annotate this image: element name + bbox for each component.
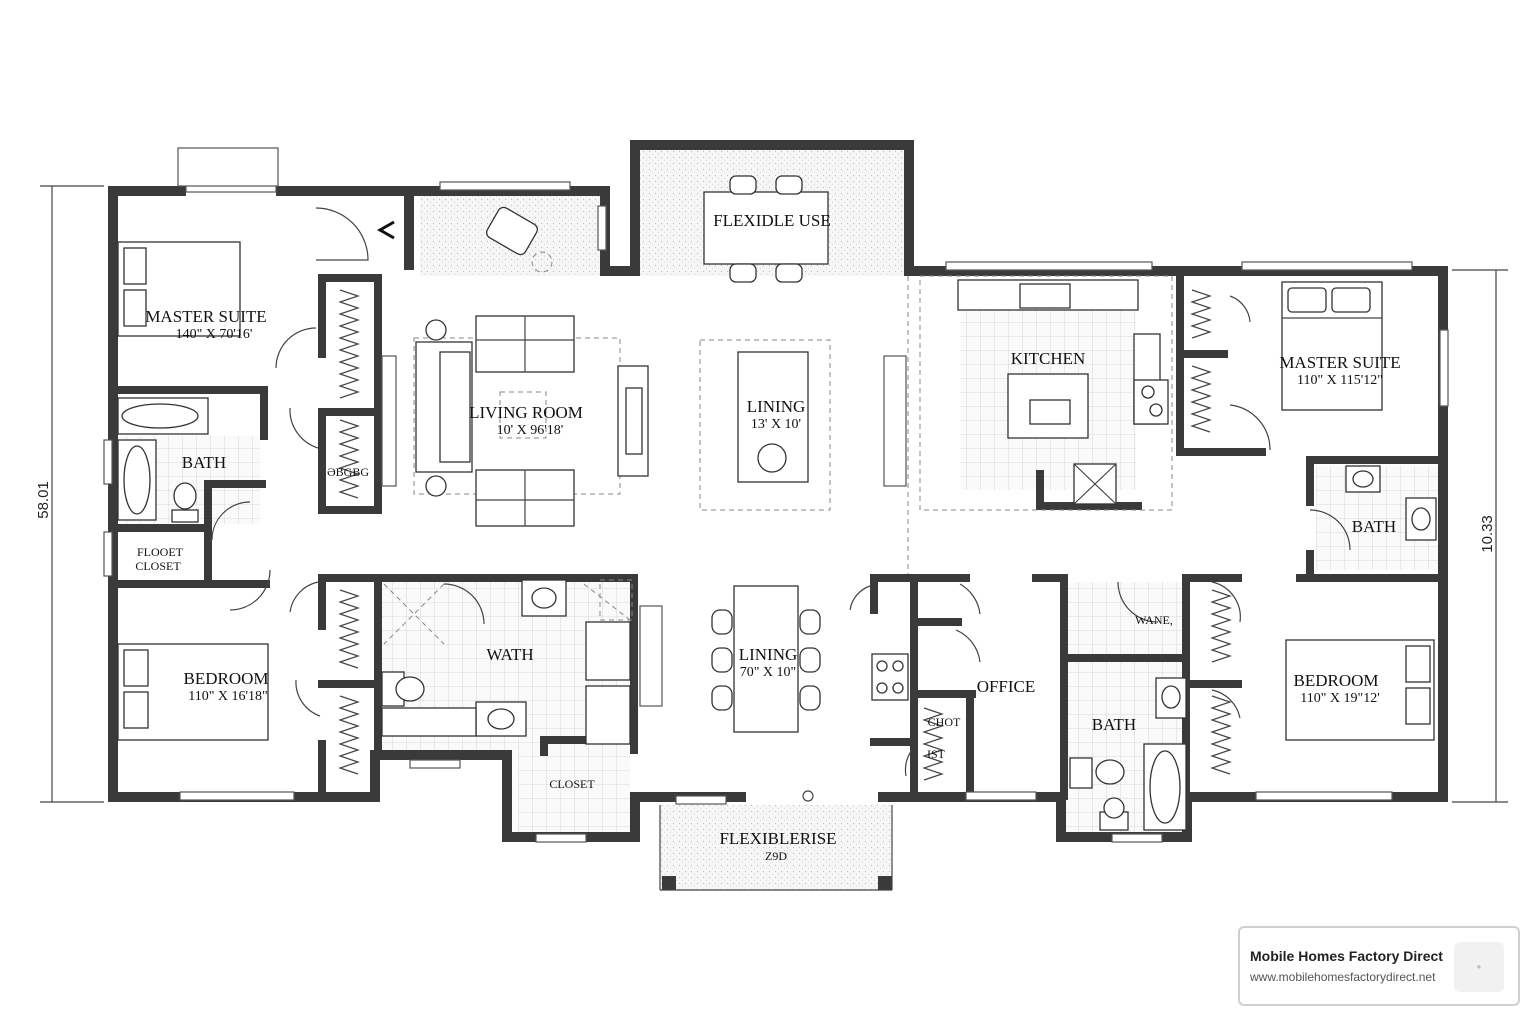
zone-outlines bbox=[383, 275, 1173, 645]
dimension-left: 58.01 bbox=[35, 481, 52, 519]
brand-name: Mobile Homes Factory Direct bbox=[1250, 948, 1443, 964]
bed-master-right bbox=[1281, 281, 1383, 411]
dining-table-top bbox=[703, 175, 829, 283]
kitchen-fixtures bbox=[957, 279, 1169, 505]
label-bath-left: BATH bbox=[182, 453, 226, 472]
label-living-room: LIVING ROOM bbox=[469, 403, 583, 422]
dim-lining-bottom: 70" X 10" bbox=[740, 665, 797, 680]
lining-table-top bbox=[737, 351, 809, 483]
lounge-chair bbox=[485, 206, 553, 273]
closet-shelves bbox=[338, 289, 1232, 781]
interior-walls bbox=[108, 274, 1446, 800]
dim-bedroom-right: 110" X 19"12' bbox=[1300, 691, 1380, 706]
dim-lining-top: 13' X 10' bbox=[751, 417, 801, 432]
dimension-lines bbox=[40, 185, 1508, 803]
dim-living-room: 10' X 96'18' bbox=[497, 423, 564, 438]
wath-fixtures bbox=[381, 579, 631, 745]
label-closet-bottom: CLOSET bbox=[549, 777, 595, 791]
porch-posts bbox=[659, 805, 893, 891]
label-chot-sub: IST bbox=[927, 747, 946, 761]
windows bbox=[103, 147, 1449, 843]
door-swings bbox=[211, 207, 1351, 777]
bed-master-left bbox=[117, 241, 241, 337]
logo-icon: • bbox=[1454, 942, 1504, 992]
label-flexible-use-top: FLEXIDLE USE bbox=[713, 211, 831, 230]
label-closet-left-1: FLOOET bbox=[137, 545, 184, 559]
dim-bedroom-left: 110" X 16'18" bbox=[188, 689, 268, 704]
label-master-suite-left: MASTER SUITE bbox=[145, 307, 266, 326]
lining-table-bottom bbox=[711, 585, 821, 733]
bed-bedroom-right bbox=[1285, 639, 1435, 741]
brand-url[interactable]: www.mobilehomesfactorydirect.net bbox=[1250, 970, 1436, 984]
ceiling-fixture-icon bbox=[802, 790, 814, 802]
label-flexible-rise: FLEXIBLERISE bbox=[719, 829, 836, 848]
entry-arrow-icon bbox=[376, 220, 395, 240]
bed-bedroom-left bbox=[117, 643, 269, 741]
dim-master-suite-left: 140" X 70'16' bbox=[176, 327, 253, 342]
label-bedroom-left: BEDROOM bbox=[183, 669, 268, 688]
label-kitchen: KITCHEN bbox=[1011, 349, 1086, 368]
label-lining-top: LINING bbox=[747, 397, 806, 416]
label-chot: CHOT bbox=[928, 715, 961, 729]
dim-master-suite-right: 110" X 115'12" bbox=[1297, 373, 1383, 388]
bathtub-left bbox=[117, 397, 209, 523]
label-wath: WATH bbox=[486, 645, 533, 664]
brand-card[interactable]: Mobile Homes Factory Direct www.mobileho… bbox=[1238, 926, 1520, 1006]
label-wane: WANE, bbox=[1135, 613, 1173, 627]
label-storage-left: ƏBGBG bbox=[327, 465, 369, 479]
office-fixtures bbox=[871, 653, 909, 701]
label-bath-bottom-right: BATH bbox=[1092, 715, 1136, 734]
label-closet-left-2: CLOSET bbox=[135, 559, 181, 573]
label-bath-right: BATH bbox=[1352, 517, 1396, 536]
label-office: OFFICE bbox=[977, 677, 1036, 696]
bath-right-fixtures bbox=[1345, 465, 1437, 541]
bath-bottom-right-fixtures bbox=[1069, 677, 1187, 831]
label-master-suite-right: MASTER SUITE bbox=[1279, 353, 1400, 372]
label-bedroom-right: BEDROOM bbox=[1293, 671, 1378, 690]
dim-flexible-rise: Z9D bbox=[765, 849, 787, 863]
living-room-furniture bbox=[413, 315, 649, 527]
dimension-right: 10.33 bbox=[1479, 515, 1496, 553]
label-lining-bottom: LINING bbox=[739, 645, 798, 664]
